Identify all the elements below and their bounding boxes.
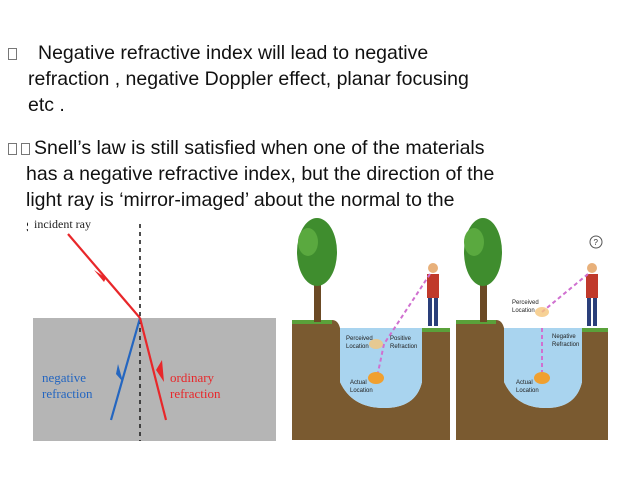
water bbox=[504, 328, 582, 408]
sight-line bbox=[541, 273, 589, 313]
perceived-label: Perceived bbox=[346, 336, 373, 342]
perceived-label: Location bbox=[346, 344, 369, 350]
bullet-line: has a negative refractive index, but the… bbox=[26, 163, 495, 185]
thought-bubble-icon bbox=[589, 235, 603, 249]
bullet-box-icon bbox=[8, 48, 17, 60]
ground bbox=[456, 320, 608, 440]
negative-label: Negative bbox=[552, 334, 576, 340]
negative-label: Refraction bbox=[552, 342, 579, 348]
ground bbox=[292, 320, 450, 440]
bullet-negative-index: Negative refractive index will lead to n… bbox=[8, 40, 623, 118]
negative-scene-svg: ? Perceived Location Negative Refraction… bbox=[456, 212, 608, 440]
negative-refraction-ray bbox=[109, 317, 142, 421]
perceived-label: Perceived bbox=[512, 300, 539, 306]
person-icon bbox=[587, 263, 597, 273]
water bbox=[340, 328, 422, 408]
incident-arrow-icon bbox=[94, 270, 106, 282]
ordinary-refraction-ray bbox=[138, 317, 168, 421]
negative-ray-arrow-icon bbox=[116, 364, 123, 382]
tree-trunk bbox=[480, 272, 487, 322]
actual-fish-icon bbox=[368, 372, 384, 384]
tree-trunk bbox=[314, 272, 321, 322]
incident-ray-label: incident ray bbox=[34, 217, 91, 231]
perceived-fish-icon bbox=[369, 339, 383, 349]
perceived-fish-icon bbox=[535, 307, 549, 317]
bullet-line: etc . bbox=[28, 94, 65, 116]
bullet-line: Negative refractive index will lead to n… bbox=[38, 42, 429, 64]
ordinary-refraction-label: ordinary bbox=[170, 370, 215, 385]
bullet-box-icon bbox=[8, 143, 17, 155]
person-icon bbox=[428, 263, 438, 273]
thought-mark: ? bbox=[594, 238, 599, 247]
bullet-line: refraction , negative Doppler effect, pl… bbox=[28, 68, 469, 90]
positive-scene-svg: Perceived Location Positive Refraction A… bbox=[292, 212, 450, 440]
actual-label: Actual bbox=[350, 380, 367, 386]
refraction-diagram: incident ray negative refraction ordinar… bbox=[28, 210, 276, 441]
incident-ray bbox=[67, 233, 141, 319]
actual-label: Location bbox=[350, 388, 373, 394]
actual-label: Location bbox=[516, 388, 539, 394]
perceived-label: Location bbox=[512, 308, 535, 314]
bullet-line: Snell’s law is still satisfied when one … bbox=[34, 137, 485, 159]
actual-fish-icon bbox=[534, 372, 550, 384]
bullet-snells-law: Snell’s law is still satisfied when one … bbox=[8, 135, 623, 239]
positive-label: Positive bbox=[390, 336, 412, 342]
bullet-line: light ray is ‘mirror-imaged’ about the n… bbox=[26, 189, 455, 211]
bullet-box-icon bbox=[21, 143, 30, 155]
positive-label: Refraction bbox=[390, 344, 417, 350]
refraction-diagram-svg: incident ray negative refraction ordinar… bbox=[33, 217, 276, 441]
negative-refraction-scene: ? Perceived Location Negative Refraction… bbox=[456, 212, 608, 440]
negative-refraction-label: negative bbox=[42, 370, 86, 385]
actual-label: Actual bbox=[516, 380, 533, 386]
ordinary-ray-arrow-icon bbox=[156, 360, 164, 382]
negative-refraction-label: refraction bbox=[42, 386, 93, 401]
positive-refraction-scene: Perceived Location Positive Refraction A… bbox=[292, 212, 450, 440]
medium-region bbox=[33, 318, 276, 441]
ordinary-refraction-label: refraction bbox=[170, 386, 221, 401]
